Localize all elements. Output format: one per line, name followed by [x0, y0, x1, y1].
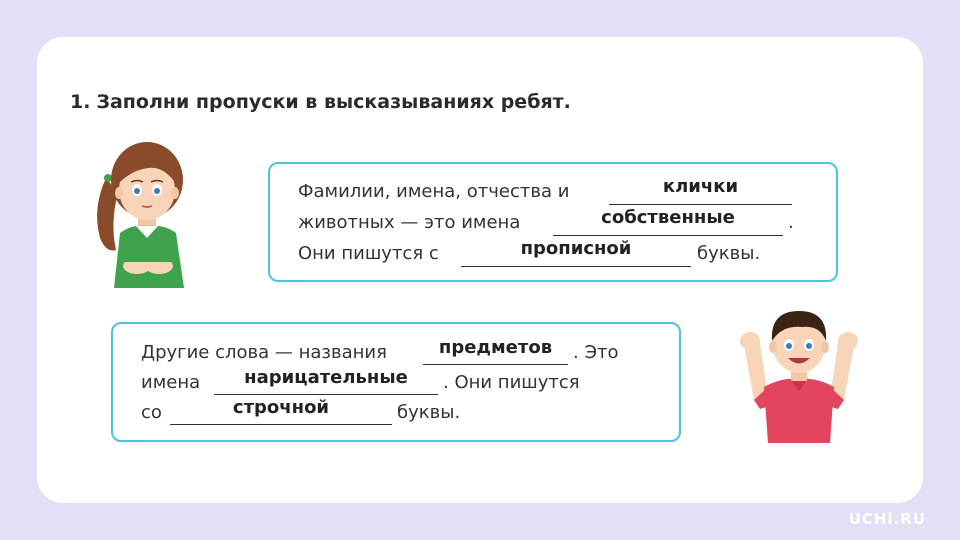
blank-6 [170, 424, 392, 425]
answer-4: предметов [438, 337, 553, 358]
boy-illustration [740, 311, 858, 443]
boy-line-1-end: . Это [573, 342, 619, 363]
boy-speech-box [111, 322, 681, 442]
girl-line-1: Фамилии, имена, отчества и [298, 181, 570, 202]
boy-line-3: со [141, 402, 162, 423]
blank-2 [553, 235, 783, 236]
girl-line-3: Они пишутся с [298, 243, 439, 264]
task-number: 1. [70, 91, 91, 113]
answer-5: нарицательные [244, 367, 408, 388]
boy-line-1: Другие слова — названия [141, 342, 387, 363]
girl-speech-box [268, 162, 838, 282]
girl-illustration [97, 142, 184, 288]
task-text: Заполни пропуски в высказываниях ребят. [96, 91, 571, 113]
boy-line-2: имена [141, 372, 201, 393]
boy-line-2-end: . Они пишутся [443, 372, 580, 393]
girl-line-2: животных — это имена [298, 212, 521, 233]
boy-line-3-end: буквы. [397, 402, 461, 423]
uchi-logo: UCHi.RU [848, 510, 926, 528]
blank-3 [461, 266, 691, 267]
blank-5 [214, 394, 438, 395]
answer-3: прописной [520, 238, 632, 259]
girl-line-3-end: буквы. [697, 243, 761, 264]
task-title: 1.Заполни пропуски в высказываниях ребят… [70, 91, 571, 113]
blank-1 [609, 204, 792, 205]
girl-line-2-end: . [788, 212, 794, 233]
blank-4 [423, 364, 568, 365]
answer-1: клички [662, 176, 739, 197]
answer-6: строчной [232, 397, 330, 418]
answer-2: собственные [601, 207, 735, 228]
